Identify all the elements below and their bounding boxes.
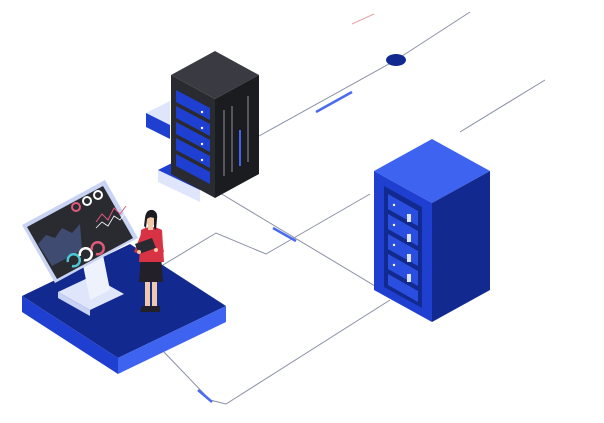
gauge-icon (71, 202, 81, 212)
led-light (200, 110, 204, 114)
connection-line-accent (315, 90, 353, 114)
line-chart-graphic (95, 205, 127, 223)
server-rack-dark-group (146, 51, 259, 202)
gauge-icon (93, 190, 103, 200)
person-hand (154, 248, 158, 252)
server-rack-blue-group (374, 139, 490, 322)
platform-left (22, 296, 118, 374)
led-light (200, 158, 204, 162)
gauge-icon (82, 196, 92, 206)
drive-slot (407, 274, 411, 282)
tablet-icon (135, 238, 156, 254)
dashboard-kiosk (22, 180, 138, 316)
drive-slot (407, 234, 411, 242)
drive-bay (388, 274, 418, 302)
rack-base-shelf (158, 170, 200, 202)
gauge-icon (78, 247, 93, 262)
platform-right (118, 306, 226, 374)
person-shoe (149, 306, 160, 312)
connection-line (258, 11, 471, 137)
rack-shelf-front (146, 113, 170, 139)
connection-lines (157, 11, 546, 405)
led-light (392, 263, 396, 267)
connection-line (219, 192, 386, 293)
person-leg (152, 278, 157, 308)
connection-line (157, 193, 371, 269)
gauge-icon (66, 253, 81, 268)
led-light (392, 203, 396, 207)
rack-drive-bays (388, 194, 418, 302)
rack-side-vents (223, 96, 249, 176)
drive-slot (407, 254, 411, 262)
person-with-tablet (134, 209, 164, 312)
connection-line-accent (272, 226, 297, 243)
led-light (392, 223, 396, 227)
connection-line (459, 79, 546, 133)
connection-line-faint (351, 13, 375, 25)
rack-drive-bays (176, 90, 210, 184)
led-light (392, 243, 396, 247)
person-arm (156, 234, 164, 254)
rack-side (432, 171, 490, 322)
line-chart-graphic (95, 211, 127, 229)
kiosk-base-front (58, 292, 90, 316)
gauge-icon (90, 241, 105, 256)
connection-line-accent (197, 389, 213, 403)
person-shoe (140, 306, 151, 312)
drive-bay (176, 154, 210, 184)
connection-line (161, 299, 391, 405)
drive-slot (407, 214, 411, 222)
person-neck (148, 224, 153, 230)
node-dot (386, 54, 406, 66)
person-hand (137, 250, 141, 254)
person-leg (145, 278, 150, 308)
person-skirt (139, 256, 163, 282)
led-light (200, 126, 204, 130)
led-light (200, 142, 204, 146)
person-hair (144, 209, 158, 230)
